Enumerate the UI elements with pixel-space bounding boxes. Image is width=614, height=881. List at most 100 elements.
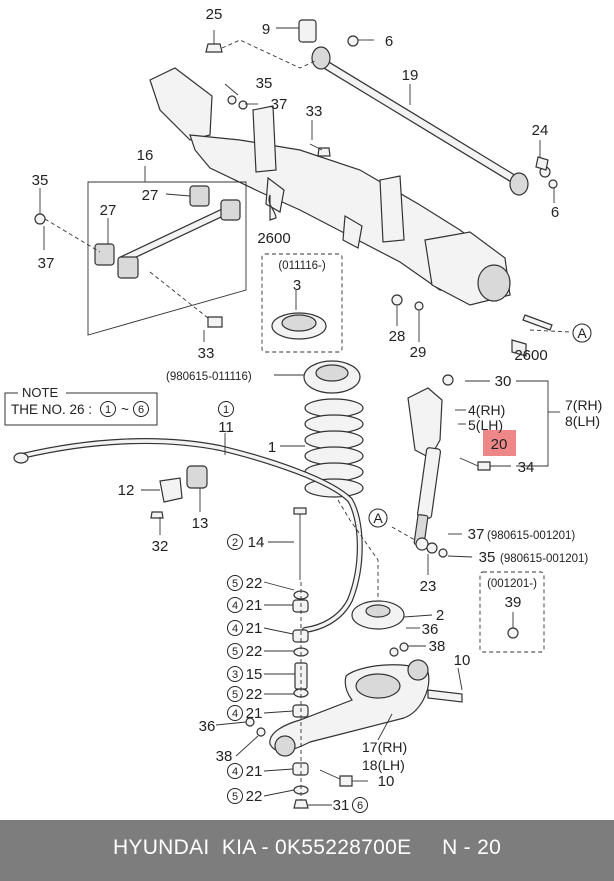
note-tilde: ~ [121, 402, 129, 417]
spring-axis-guide [337, 499, 379, 600]
circled-4: 4 [232, 766, 238, 778]
callout-2600: 2600 [514, 347, 547, 364]
callout-27: 27 [100, 202, 117, 219]
lower-spring-seat-2 [351, 600, 409, 657]
callout-22: 22 [246, 575, 263, 592]
bolt-25 [205, 30, 318, 69]
callout-34: 34 [518, 459, 535, 476]
callout-37: 37 [38, 255, 55, 272]
callout-35: 35 [32, 172, 49, 189]
mark-a-shock: A [373, 510, 383, 526]
callout-29: 29 [410, 344, 427, 361]
callout-36: 36 [422, 621, 439, 638]
callout-labels: 25 9 6 19 35 37 33 24 6 16 27 35 27 37 2… [32, 6, 603, 814]
callout-23: 23 [420, 578, 437, 595]
callout-5-lh: 5(LH) [468, 417, 503, 433]
housing-fasteners [227, 95, 553, 357]
date-box-39: (001201-) [487, 578, 537, 590]
trailing-link-19 [298, 19, 558, 196]
callout-37: 37 [271, 96, 288, 113]
callout-22: 22 [246, 788, 263, 805]
circled-5: 5 [232, 689, 238, 701]
circled-6: 6 [357, 800, 363, 812]
shock-absorber-20 [407, 374, 491, 558]
link-bolt-stack [292, 507, 309, 809]
note-title: NOTE [22, 385, 58, 400]
footer-part-number: HYUNDAI KIA - 0K55228700E N - 20 [112, 836, 502, 859]
callout-7-rh: 7(RH) [565, 397, 602, 413]
date-3: (980615-011116) [166, 371, 252, 383]
callout-9: 9 [262, 21, 270, 38]
note-circled-6: 6 [138, 404, 144, 416]
callout-13: 13 [192, 515, 209, 532]
mark-a-housing: A [577, 325, 587, 341]
note-circled-1: 1 [105, 404, 111, 416]
coil-spring-1 [304, 398, 364, 498]
callout-14: 14 [248, 534, 265, 551]
callout-28: 28 [389, 328, 406, 345]
leader-lines [39, 27, 560, 806]
callout-31: 31 [333, 797, 350, 814]
callout-21: 21 [246, 763, 263, 780]
callout-30: 30 [495, 373, 512, 390]
callout-6: 6 [385, 33, 393, 50]
callout-21: 21 [246, 620, 263, 637]
callout-6: 6 [551, 204, 559, 221]
callout-19: 19 [402, 67, 419, 84]
stabilizer-bar-11 [13, 438, 363, 633]
callout-21: 21 [246, 705, 263, 722]
circled-5: 5 [232, 646, 238, 658]
callout-33: 33 [306, 103, 323, 120]
circled-5: 5 [232, 791, 238, 803]
circled-5: 5 [232, 578, 238, 590]
callout-3: 3 [293, 277, 301, 294]
callout-18-lh: 18(LH) [362, 757, 405, 773]
callout-25: 25 [206, 6, 223, 23]
callout-15: 15 [246, 666, 263, 683]
date-37: (980615-001201) [487, 530, 575, 542]
circled-3: 3 [232, 669, 238, 681]
footer-bar [0, 820, 614, 881]
callout-33: 33 [198, 345, 215, 362]
note-prefix: THE NO. 26 : [11, 402, 92, 417]
date-35: (980615-001201) [500, 553, 588, 565]
callout-37: 37 [468, 526, 485, 543]
callout-38: 38 [429, 638, 446, 655]
date-box-3: (011116-) [278, 260, 325, 272]
callout-22: 22 [246, 686, 263, 703]
upper-spring-seat-3 [303, 360, 361, 394]
lower-control-arm-17-18 [245, 659, 463, 787]
callout-38: 38 [216, 748, 233, 765]
highlight-20 [483, 430, 516, 456]
circled-4: 4 [232, 600, 238, 612]
callout-27: 27 [142, 187, 159, 204]
rear-axle-housing [149, 67, 511, 306]
callout-2: 2 [436, 607, 444, 624]
callout-2600: 2600 [257, 230, 290, 247]
callout-24: 24 [532, 122, 549, 139]
callout-10: 10 [378, 773, 395, 790]
circled-2: 2 [232, 537, 238, 549]
circled-1: 1 [223, 404, 229, 416]
callout-35: 35 [256, 75, 273, 92]
circled-callouts [218, 323, 592, 813]
callout-1: 1 [268, 439, 276, 456]
callout-22: 22 [246, 643, 263, 660]
callout-35: 35 [479, 549, 496, 566]
date-notes: (011116-) (980615-011116) (980615-001201… [166, 260, 588, 590]
callout-32: 32 [152, 538, 169, 555]
shock-lower-guide [391, 526, 416, 541]
callout-36: 36 [199, 718, 216, 735]
note-box: NOTE THE NO. 26 : 1 ~ 6 [4, 385, 158, 426]
callout-8-lh: 8(LH) [565, 413, 600, 429]
callout-20: 20 [491, 436, 508, 453]
upper-spring-seat-box [261, 253, 343, 353]
circled-4: 4 [232, 623, 238, 635]
circled-callout-text: 2 5 4 4 5 3 5 4 4 5 6 1 [223, 404, 363, 812]
callout-17-rh: 17(RH) [362, 739, 407, 755]
callout-12: 12 [118, 482, 135, 499]
callout-39: 39 [505, 594, 522, 611]
callout-21: 21 [246, 597, 263, 614]
lateral-link-group-16 [34, 166, 247, 336]
